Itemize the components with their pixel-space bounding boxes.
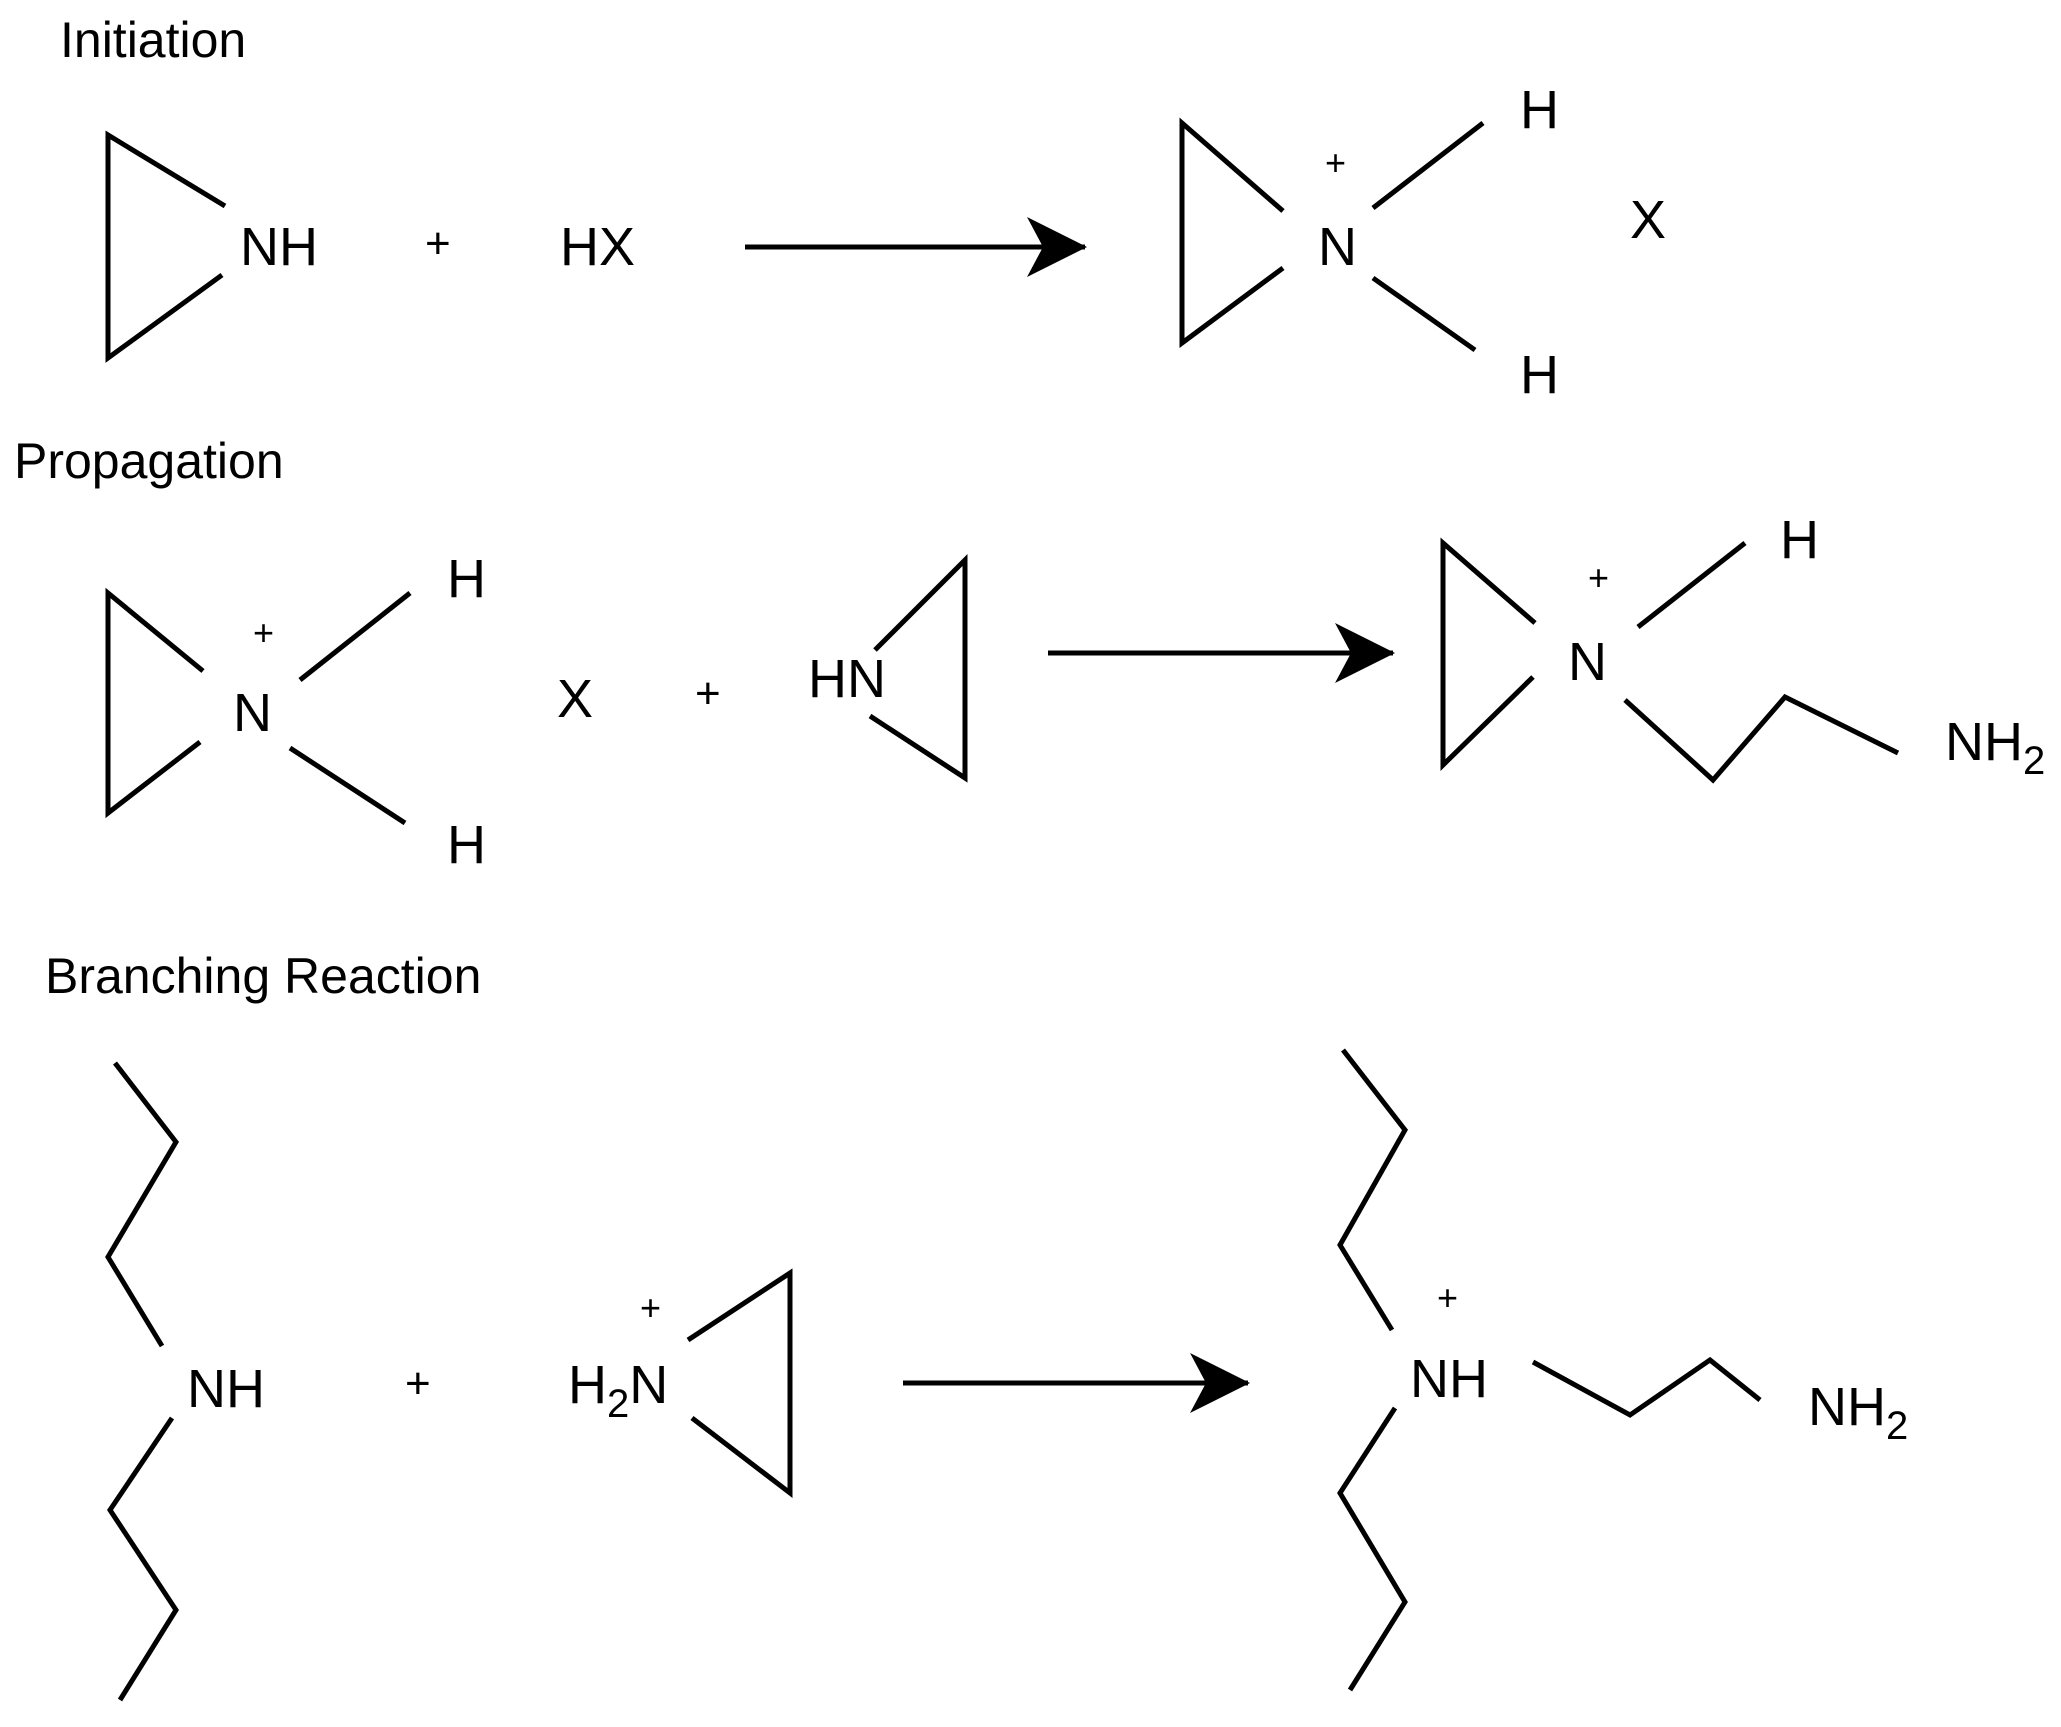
aziridinium-product: + N H H <box>1179 80 1559 405</box>
n-h-bond-bottom <box>1371 275 1477 353</box>
nitrogen-label: N <box>233 683 272 743</box>
hx-acid-label: HX <box>560 217 635 277</box>
aziridinium-dimer-product: + N H NH2 <box>1440 510 2045 784</box>
n-h-bond-top <box>298 591 412 682</box>
amine-nh2-label: NH2 <box>1808 1377 1908 1448</box>
upper-chain-bonds <box>1337 1048 1408 1332</box>
ethylamine-branch-bonds <box>1531 1356 1762 1418</box>
amine-subscript-2: 2 <box>2023 739 2045 783</box>
ethylamine-chain-bonds <box>1623 693 1900 784</box>
plus-sign: + <box>695 669 721 718</box>
propagation-title: Propagation <box>14 433 284 489</box>
lower-chain-bonds <box>1337 1406 1408 1692</box>
hydrogen-bottom-label: H <box>1520 345 1559 405</box>
hydrogen-label: H <box>1780 510 1819 570</box>
nitrogen-label: N <box>1318 217 1357 277</box>
aziridine-ring-bonds <box>868 553 968 783</box>
branched-product: + NH NH2 <box>1337 1048 1908 1692</box>
secondary-amine-nh-label: NH <box>187 1359 265 1419</box>
counterion-x-label: X <box>1630 190 1666 250</box>
protonated-aziridine: + H2N <box>568 1268 793 1499</box>
branching-section: Branching Reaction NH + + H2N + NH NH2 <box>45 948 1908 1702</box>
counterion-x-label: X <box>557 669 593 729</box>
h2n-label: H2N <box>568 1355 668 1426</box>
n-h-bond <box>1636 541 1747 629</box>
propagation-section: Propagation + N H H X + HN + N H NH2 <box>14 433 2045 875</box>
plus-sign: + <box>425 219 451 268</box>
h2n-subscript-2: 2 <box>607 1382 629 1426</box>
aziridinium-ring-bonds <box>686 1268 793 1499</box>
initiation-section: Initiation NH + HX + N H H X <box>60 12 1666 405</box>
positive-charge: + <box>640 1287 661 1328</box>
lower-chain-bonds <box>106 1416 179 1702</box>
aziridinium-ring-bonds <box>105 587 205 819</box>
plus-sign: + <box>405 1359 431 1408</box>
hydrogen-top-label: H <box>447 549 486 609</box>
positive-charge: + <box>1325 142 1346 183</box>
hydrogen-bottom-label: H <box>447 815 486 875</box>
aziridine-ring-bonds <box>105 130 227 363</box>
positive-charge: + <box>1588 557 1609 598</box>
positive-charge: + <box>1437 1277 1458 1318</box>
positive-charge: + <box>253 612 274 653</box>
n-h-bond-bottom <box>288 745 407 826</box>
h2n-h-text: H <box>568 1355 607 1415</box>
amine-subscript-2: 2 <box>1886 1404 1908 1448</box>
aziridine-hn-label: HN <box>808 649 886 709</box>
aziridine-monomer: HN <box>808 553 968 783</box>
upper-chain-bonds <box>105 1061 180 1348</box>
aziridinium-ring-bonds <box>1179 117 1285 348</box>
amine-nh2-label: NH2 <box>1945 712 2045 783</box>
n-h-bond-top <box>1371 121 1485 210</box>
amine-nh-text: NH <box>1945 712 2023 772</box>
aziridine-nh-label: NH <box>240 217 318 277</box>
initiation-title: Initiation <box>60 12 246 68</box>
aziridine-reactant: NH <box>105 130 318 363</box>
nitrogen-label: N <box>1568 632 1607 692</box>
secondary-amine-segment: NH <box>105 1061 265 1702</box>
aziridinium-ring-bonds <box>1440 537 1537 771</box>
branching-title: Branching Reaction <box>45 948 481 1004</box>
aziridinium-reactant: + N H H <box>105 549 486 875</box>
hydrogen-top-label: H <box>1520 80 1559 140</box>
amine-nh-text: NH <box>1808 1377 1886 1437</box>
h2n-n-text: N <box>629 1355 668 1415</box>
tertiary-nh-label: NH <box>1410 1349 1488 1409</box>
